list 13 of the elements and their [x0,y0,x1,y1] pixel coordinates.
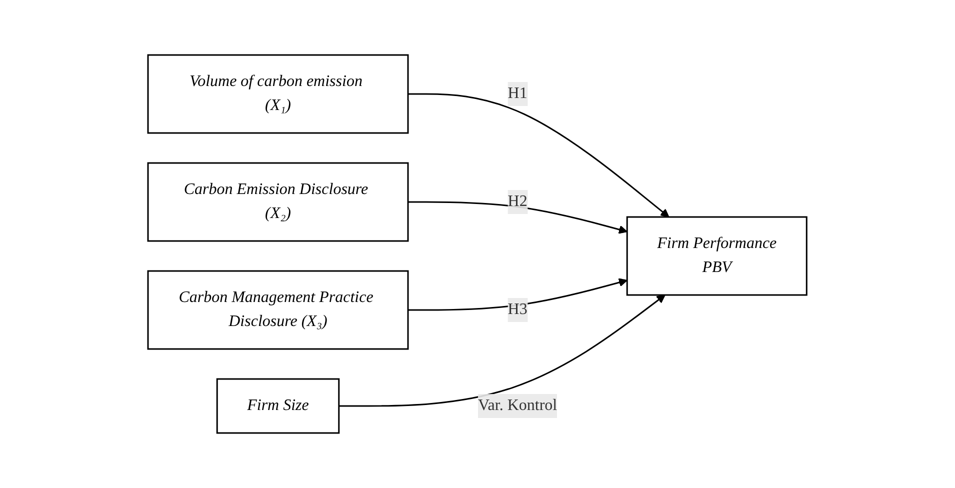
node-box: Firm Performance PBV [626,216,808,296]
node-box: Firm Size [216,378,340,434]
node-box: Carbon Emission Disclosure (X₂) [147,162,409,242]
edge-label: H2 [508,193,528,210]
node-box: Carbon Management Practice Disclosure (X₃) [147,270,409,350]
edge-label: H3 [508,301,528,318]
edge-label: H1 [508,85,528,102]
arrow [408,201,628,234]
node-box: Volume of carbon emission (X₁) [147,54,409,134]
arrow [408,278,628,311]
edge-label: Var. Kontrol [478,397,558,414]
arrow [339,294,666,407]
arrow [408,93,670,218]
